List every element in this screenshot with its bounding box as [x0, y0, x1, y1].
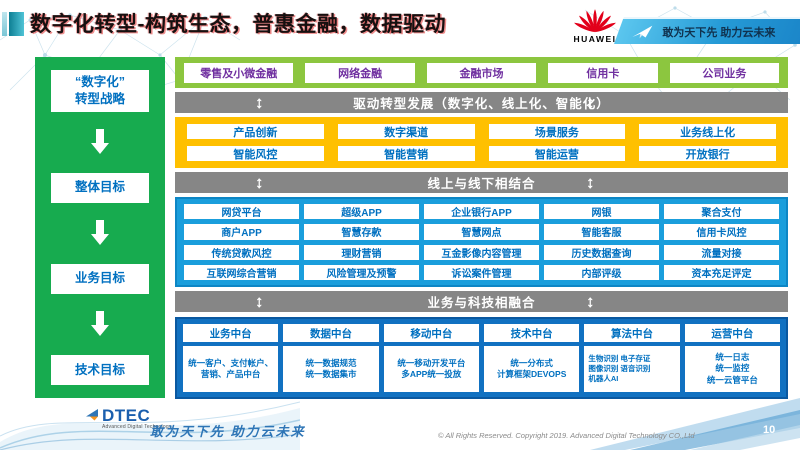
- platform-title: 数据中台: [283, 324, 379, 342]
- platform-title: 算法中台: [584, 324, 680, 342]
- banner-online-offline-text: 线上与线下相结合: [427, 177, 536, 191]
- sidebar-item-tech-goal: 技术目标: [51, 354, 149, 385]
- business-line-item: 公司业务: [669, 62, 780, 83]
- platform-column-mobile: 移动中台 统一移动开发平台 多APP统一投放: [383, 324, 479, 392]
- business-line-item: 金融市场: [426, 62, 537, 83]
- banner-drive-transformation: ↕ 驱动转型发展（数字化、线上化、智能化） ↕: [175, 92, 788, 113]
- dtec-subtext: Advanced Digital Technology: [102, 424, 172, 430]
- down-arrow-icon: [91, 311, 109, 337]
- banner-tech-fusion: ↕ 业务与科技相融合 ↕: [175, 291, 788, 312]
- page-title: 数字化转型-构筑生态，普惠金融，数据驱动: [30, 13, 446, 36]
- platform-description: 统一数据规范 统一数据集市: [283, 346, 379, 392]
- dtec-logo-icon: [86, 409, 98, 421]
- channel-item: 智慧存款: [304, 224, 419, 240]
- down-arrow-icon: [91, 129, 109, 155]
- transformation-item: 业务线上化: [639, 124, 776, 139]
- banner-tech-fusion-text: 业务与科技相融合: [427, 296, 536, 310]
- channel-item: 理财营销: [304, 244, 419, 260]
- main-diagram: 零售及小微金融 网络金融 金融市场 信用卡 公司业务 ↕ 驱动转型发展（数字化、…: [175, 57, 788, 399]
- banner-drive-text: 驱动转型发展（数字化、线上化、智能化）: [353, 97, 610, 111]
- channel-item: 企业银行APP: [424, 204, 539, 220]
- channel-item: 风险管理及预警: [304, 264, 419, 280]
- platform-description: 统一日志 统一监控 统一云管平台: [684, 346, 780, 392]
- channel-item: 诉讼案件管理: [424, 264, 539, 280]
- platform-column-tech: 技术中台 统一分布式 计算框架DEVOPS: [484, 324, 580, 392]
- transformation-item: 产品创新: [187, 124, 324, 139]
- platform-description: 生物识别 电子存证 图像识别 语音识别 机器人AI: [584, 346, 680, 392]
- channel-item: 超级APP: [304, 204, 419, 220]
- channel-item: 信用卡风控: [664, 224, 779, 240]
- platform-column-data: 数据中台 统一数据规范 统一数据集市: [283, 324, 379, 392]
- business-line-item: 信用卡: [548, 62, 658, 83]
- channel-item: 商户APP: [184, 224, 299, 240]
- platform-title: 业务中台: [183, 324, 279, 342]
- platform-title: 技术中台: [484, 324, 580, 342]
- platform-column-business: 业务中台 统一客户、支付帐户、营销、产品中台: [183, 324, 279, 392]
- transformation-item: 智能营销: [337, 146, 475, 161]
- channel-item: 网银: [544, 204, 659, 220]
- platform-column-algorithm: 算法中台 生物识别 电子存证 图像识别 语音识别 机器人AI: [584, 324, 680, 392]
- channel-item: 智慧网点: [424, 224, 539, 240]
- huawei-flower-icon: [574, 9, 616, 33]
- channel-item: 资本充足评定: [664, 264, 779, 280]
- business-line-item: 网络金融: [305, 62, 415, 83]
- sidebar-item-business-goal: 业务目标: [51, 263, 149, 294]
- updown-arrow-icon: ↕: [585, 93, 596, 112]
- updown-arrow-icon: ↕: [585, 173, 596, 192]
- huawei-wordmark: HUAWEI: [573, 34, 617, 44]
- platform-description: 统一分布式 计算框架DEVOPS: [484, 346, 580, 392]
- copyright-text: © All Rights Reserved. Copyright 2019. A…: [438, 431, 695, 440]
- page-number: 10: [763, 424, 776, 436]
- channel-item: 互联网综合营销: [184, 264, 299, 280]
- transformation-item: 开放银行: [639, 146, 776, 161]
- platform-title: 运营中台: [684, 324, 780, 342]
- down-arrow-icon: [91, 220, 109, 246]
- dtec-logo: DTEC Advanced Digital Technology: [84, 406, 172, 430]
- transformation-item: 数字渠道: [337, 124, 475, 139]
- dtec-wordmark: DTEC: [102, 406, 151, 425]
- platform-description: 统一移动开发平台 多APP统一投放: [383, 346, 479, 392]
- channel-item: 内部评级: [544, 264, 659, 280]
- transformation-item: 智能运营: [488, 146, 626, 161]
- title-decoration-icon: [2, 12, 24, 36]
- channel-item: 流量对接: [664, 244, 779, 260]
- channels-band: 网贷平台 超级APP 企业银行APP 网银 聚合支付 商户APP 智慧存款 智慧…: [175, 197, 788, 287]
- channel-item: 互金影像内容管理: [424, 244, 539, 260]
- transformation-item: 场景服务: [488, 124, 626, 139]
- business-lines-band: 零售及小微金融 网络金融 金融市场 信用卡 公司业务: [175, 57, 788, 88]
- sidebar-item-strategy: “数字化” 转型战略: [51, 70, 149, 112]
- channel-item: 传统贷款风控: [184, 244, 299, 260]
- updown-arrow-icon: ↕: [254, 292, 265, 311]
- paper-plane-icon: [632, 25, 653, 38]
- strategy-sidebar: “数字化” 转型战略 整体目标 业务目标 技术目标: [35, 57, 165, 398]
- channel-item: 智能客服: [544, 224, 659, 240]
- banner-online-offline: ↕ 线上与线下相结合 ↕: [175, 172, 788, 193]
- transformation-item: 智能风控: [187, 146, 324, 161]
- channel-item: 聚合支付: [664, 204, 779, 220]
- updown-arrow-icon: ↕: [254, 93, 265, 112]
- platform-title: 移动中台: [383, 324, 479, 342]
- updown-arrow-icon: ↕: [585, 292, 596, 311]
- business-line-item: 零售及小微金融: [184, 62, 294, 83]
- channel-item: 网贷平台: [184, 204, 299, 220]
- middle-platform-band: 业务中台 统一客户、支付帐户、营销、产品中台 数据中台 统一数据规范 统一数据集…: [175, 317, 788, 399]
- header-slogan-banner: 敢为天下先 助力云未来: [614, 17, 800, 44]
- header-slogan-text: 敢为天下先 助力云未来: [662, 26, 776, 39]
- platform-description: 统一客户、支付帐户、营销、产品中台: [183, 346, 279, 392]
- updown-arrow-icon: ↕: [254, 173, 265, 192]
- footer-slogan: 敢为天下先 助力云未来: [150, 424, 306, 439]
- channel-item: 历史数据查询: [544, 244, 659, 260]
- sidebar-item-overall-goal: 整体目标: [51, 172, 149, 203]
- transformation-band: 产品创新 数字渠道 场景服务 业务线上化 智能风控 智能营销 智能运营 开放银行: [175, 117, 788, 168]
- platform-column-operations: 运营中台 统一日志 统一监控 统一云管平台: [684, 324, 780, 392]
- huawei-logo: HUAWEI: [571, 4, 619, 44]
